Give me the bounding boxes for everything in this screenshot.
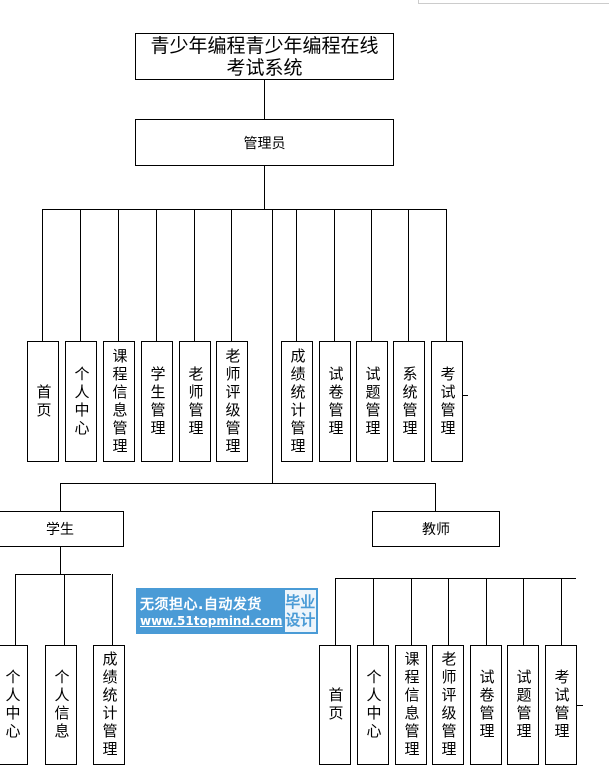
teacher-node: 教师 bbox=[372, 511, 500, 547]
connector-line bbox=[296, 209, 297, 341]
node-label: 个人中心 bbox=[72, 365, 91, 438]
admin-child-node: 试题管理 bbox=[356, 341, 388, 462]
teacher-child-node: 老师评级管理 bbox=[432, 645, 464, 765]
connector-line bbox=[334, 209, 335, 341]
admin-label: 管理员 bbox=[243, 135, 286, 152]
node-label: 老师评级管理 bbox=[223, 347, 242, 456]
connector-line bbox=[112, 574, 113, 645]
connector-line bbox=[15, 574, 16, 645]
node-label: 老师评级管理 bbox=[439, 651, 458, 759]
admin-child-node: 老师评级管理 bbox=[216, 341, 248, 462]
watermark-line1: 无须担心.自动发货 bbox=[140, 597, 262, 613]
connector-line bbox=[335, 578, 576, 579]
node-label: 试卷管理 bbox=[326, 365, 345, 438]
node-label: 学生管理 bbox=[148, 365, 167, 438]
student-child-node: 个人信息 bbox=[45, 645, 77, 765]
connector-line bbox=[435, 483, 436, 511]
admin-child-node: 系统管理 bbox=[393, 341, 425, 462]
teacher-child-node: 首页 bbox=[319, 645, 351, 765]
connector-line bbox=[64, 574, 65, 645]
node-label: 课程信息管理 bbox=[110, 347, 129, 456]
node-label: 考试管理 bbox=[438, 365, 457, 438]
connector-line bbox=[272, 209, 273, 483]
admin-node: 管理员 bbox=[135, 119, 394, 166]
root-node: 青少年编程青少年编程在线考试系统 bbox=[135, 33, 394, 80]
node-label: 个人中心 bbox=[3, 669, 22, 741]
connector-line bbox=[231, 209, 232, 341]
node-label: 老师管理 bbox=[186, 365, 205, 438]
teacher-child-node: 考试管理 bbox=[545, 645, 577, 765]
connector-line bbox=[42, 209, 447, 210]
connector-line bbox=[486, 578, 487, 645]
student-child-node: 个人中心 bbox=[0, 645, 28, 765]
connector-line bbox=[156, 209, 157, 341]
connector-line bbox=[373, 578, 374, 645]
node-label: 试题管理 bbox=[514, 669, 533, 741]
node-label: 首页 bbox=[34, 383, 53, 420]
watermark-badge: 毕业 设计 bbox=[284, 590, 316, 632]
watermark-line2: www.51topmind.com bbox=[140, 614, 283, 628]
admin-child-node: 个人中心 bbox=[65, 341, 97, 462]
watermark-badge-line1: 毕业 bbox=[285, 593, 316, 611]
node-label: 首页 bbox=[326, 687, 345, 723]
admin-child-node: 考试管理 bbox=[431, 341, 463, 462]
connector-line bbox=[80, 209, 81, 341]
connector-line bbox=[60, 483, 436, 484]
watermark-badge-line2: 设计 bbox=[285, 611, 316, 629]
connector-line bbox=[523, 578, 524, 645]
connector-line bbox=[42, 209, 43, 341]
admin-child-node: 学生管理 bbox=[141, 341, 173, 462]
connector-line bbox=[335, 578, 336, 645]
connector-line bbox=[411, 578, 412, 645]
connector-line bbox=[408, 209, 409, 341]
node-label: 个人信息 bbox=[52, 669, 71, 741]
node-label: 试卷管理 bbox=[477, 669, 496, 741]
connector bbox=[264, 80, 265, 119]
admin-child-node: 老师管理 bbox=[179, 341, 211, 462]
connector-line bbox=[118, 209, 119, 341]
connector-line bbox=[446, 209, 447, 341]
admin-child-node: 课程信息管理 bbox=[103, 341, 135, 462]
connector-line bbox=[448, 578, 449, 645]
node-label: 试题管理 bbox=[363, 365, 382, 438]
node-label: 系统管理 bbox=[400, 365, 419, 438]
connector-line bbox=[60, 483, 61, 511]
watermark-banner: 无须担心.自动发货 www.51topmind.com 毕业 设计 bbox=[136, 588, 318, 634]
student-label: 学生 bbox=[46, 522, 74, 538]
student-child-node: 成绩统计管理 bbox=[93, 645, 125, 765]
connector-line bbox=[60, 547, 61, 574]
teacher-child-node: 课程信息管理 bbox=[395, 645, 427, 765]
teacher-child-node: 试题管理 bbox=[507, 645, 539, 765]
connector-line bbox=[15, 574, 111, 575]
node-label: 课程信息管理 bbox=[402, 651, 421, 759]
node-label: 考试管理 bbox=[552, 669, 571, 741]
node-label: 成绩统计管理 bbox=[100, 651, 119, 759]
connector bbox=[264, 166, 265, 209]
connector-line bbox=[371, 209, 372, 341]
connector-line bbox=[463, 395, 468, 396]
connector-line bbox=[577, 705, 583, 706]
admin-child-node: 成绩统计管理 bbox=[281, 341, 313, 462]
top-edge bbox=[418, 0, 609, 4]
student-node: 学生 bbox=[0, 511, 124, 547]
root-title: 青少年编程青少年编程在线考试系统 bbox=[150, 34, 379, 79]
teacher-child-node: 个人中心 bbox=[357, 645, 389, 765]
teacher-label: 教师 bbox=[422, 522, 450, 538]
node-label: 个人中心 bbox=[364, 669, 383, 741]
connector-line bbox=[194, 209, 195, 341]
teacher-child-node: 试卷管理 bbox=[470, 645, 502, 765]
admin-child-node: 首页 bbox=[27, 341, 59, 462]
admin-child-node: 试卷管理 bbox=[319, 341, 351, 462]
connector-line bbox=[561, 578, 562, 645]
node-label: 成绩统计管理 bbox=[288, 347, 307, 456]
